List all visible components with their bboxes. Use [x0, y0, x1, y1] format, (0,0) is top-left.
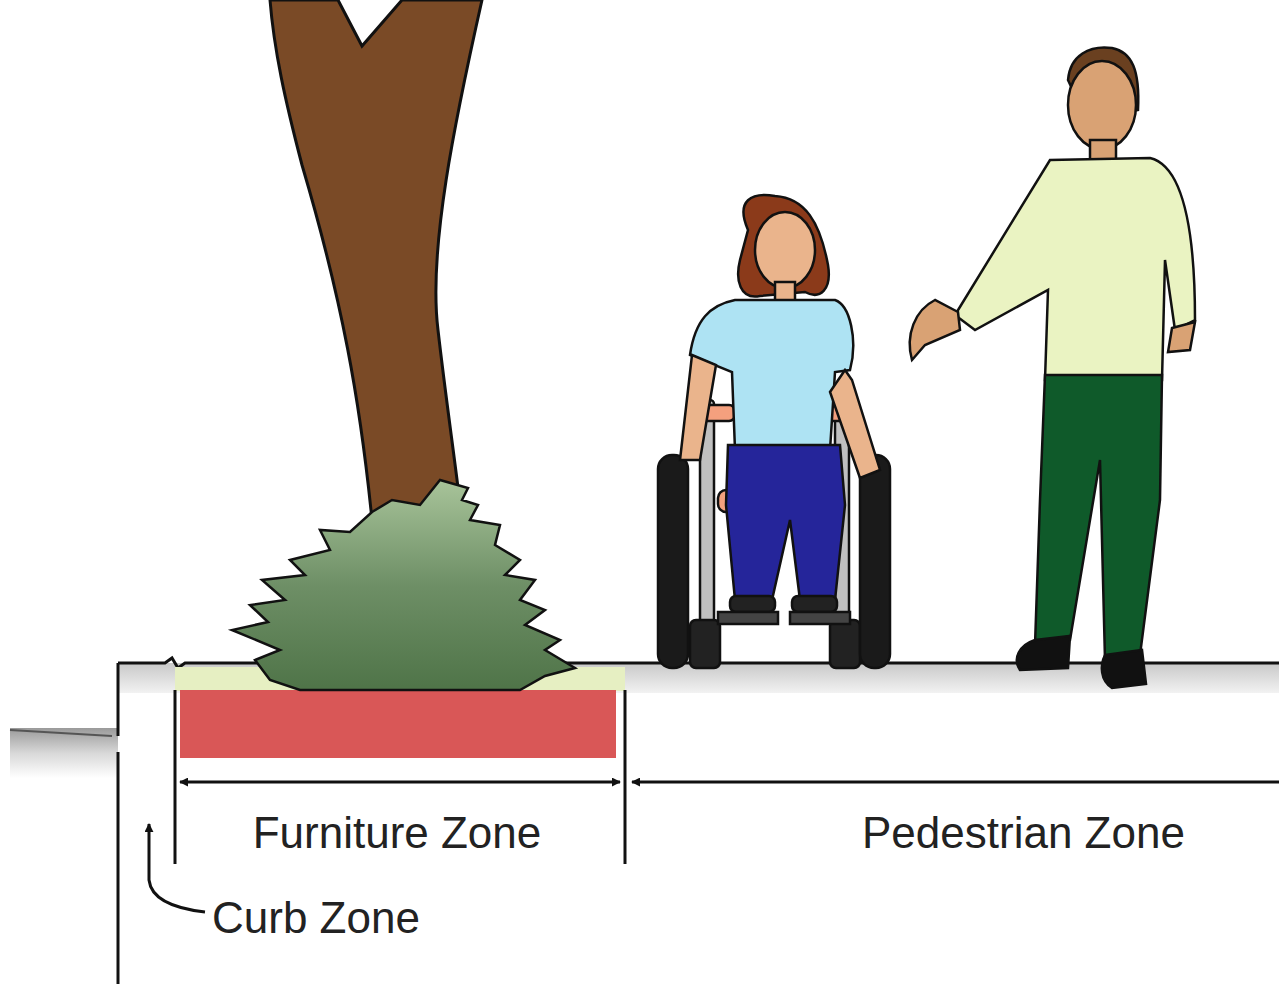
zone-label: Furniture Zone: [253, 811, 542, 855]
furniture-band: [180, 690, 616, 758]
zone-label: Curb Zone: [212, 896, 420, 940]
road: [10, 728, 118, 778]
leader-arrow: [149, 824, 205, 912]
dimension-tick: [174, 690, 177, 864]
shrub: [232, 480, 575, 690]
curb-face: [117, 663, 120, 736]
standing-person: [910, 47, 1195, 688]
tree-trunk: [270, 0, 482, 520]
dimension-line: [180, 781, 620, 784]
zone-label: Pedestrian Zone: [862, 811, 1185, 855]
dimension-tick: [624, 690, 627, 864]
wheelchair-user: [658, 195, 890, 668]
road-edge: [10, 730, 112, 736]
curb-line: [117, 752, 120, 984]
dimension-line: [632, 781, 1279, 784]
